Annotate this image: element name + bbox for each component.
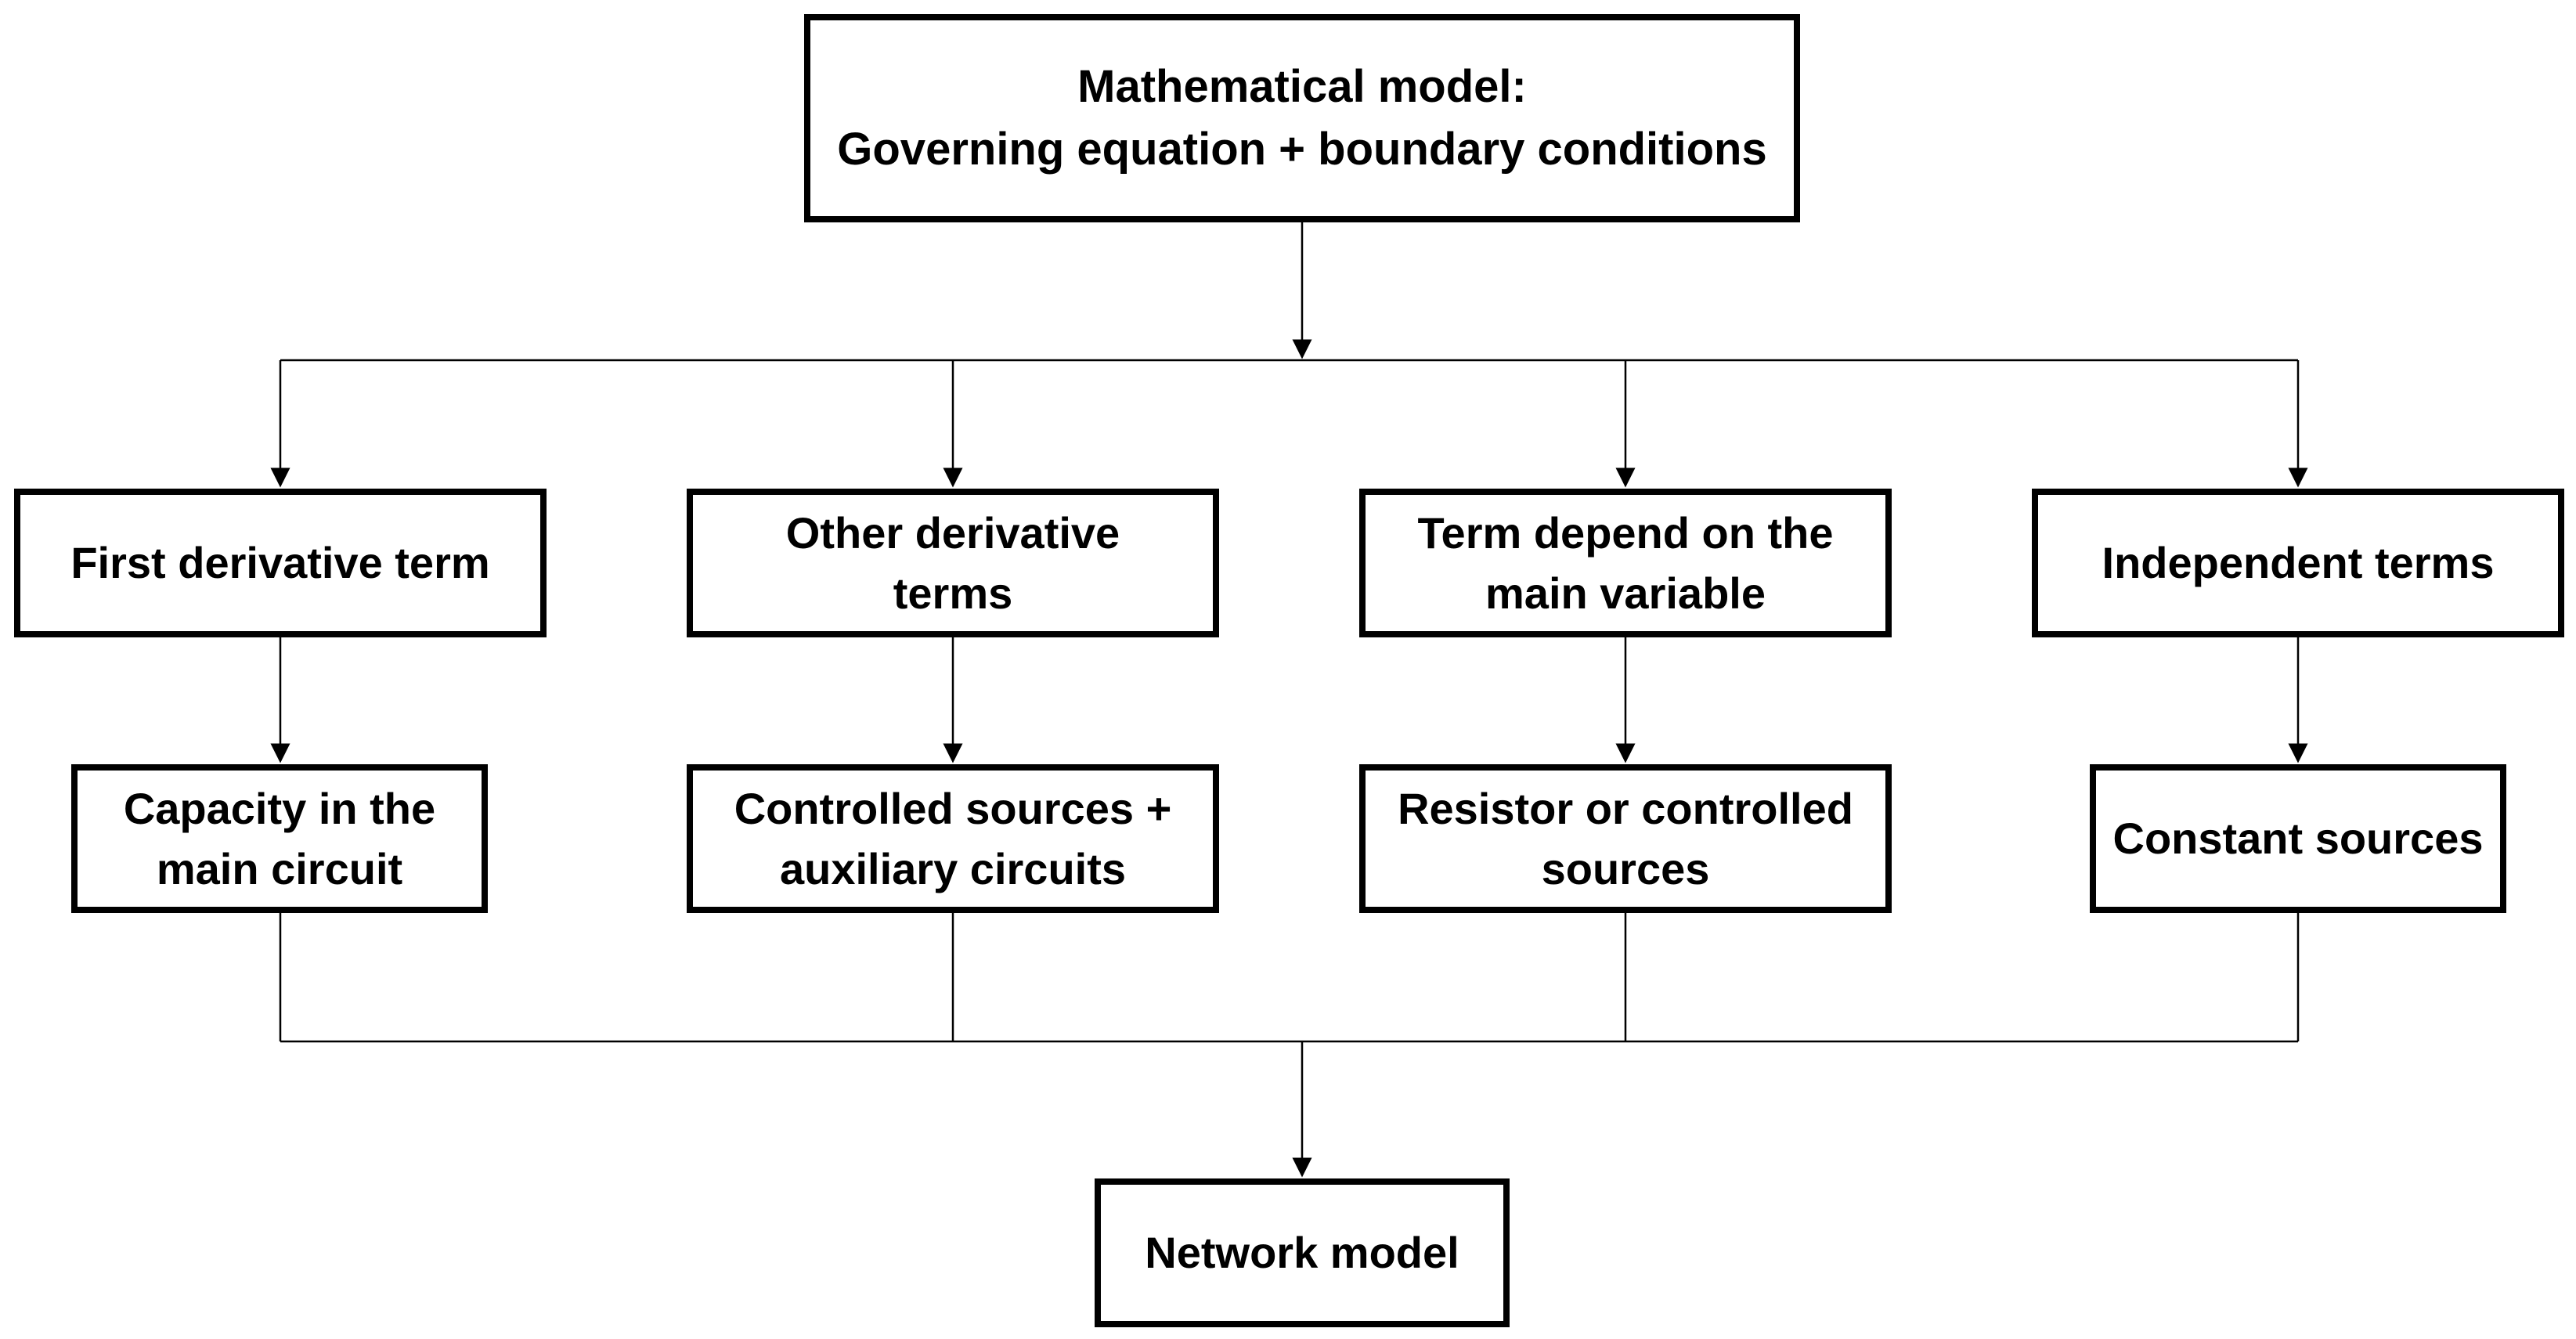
resistor-controlled-sources-line1: Resistor or controlled [1398,783,1853,833]
controlled-sources-auxiliary-box: Controlled sources + auxiliary circuits [687,764,1219,913]
capacity-main-circuit-line1: Capacity in the [123,783,436,833]
term-depend-main-variable-line2: main variable [1485,568,1766,618]
mathematical-model-line2: Governing equation + boundary conditions [837,124,1767,175]
controlled-sources-auxiliary-line2: auxiliary circuits [779,844,1126,893]
first-derivative-term-box: First derivative term [14,489,547,637]
independent-terms-box: Independent terms [2032,489,2564,637]
resistor-controlled-sources-line2: sources [1541,844,1710,893]
other-derivative-terms-line2: terms [893,568,1013,618]
other-derivative-terms-line1: Other derivative [785,507,1120,558]
network-model-label: Network model [1145,1227,1459,1277]
first-derivative-term-label: First derivative term [70,537,490,587]
term-depend-main-variable-line1: Term depend on the [1417,507,1834,558]
capacity-main-circuit-box: Capacity in the main circuit [71,764,488,913]
independent-terms-label: Independent terms [2102,537,2495,587]
network-model-box: Network model [1095,1178,1510,1327]
constant-sources-label: Constant sources [2112,813,2484,863]
mathematical-model-line1: Mathematical model: [1077,60,1527,112]
resistor-controlled-sources-box: Resistor or controlled sources [1359,764,1892,913]
controlled-sources-auxiliary-line1: Controlled sources + [734,783,1172,833]
term-depend-main-variable-box: Term depend on the main variable [1359,489,1892,637]
capacity-main-circuit-line2: main circuit [156,844,403,893]
constant-sources-box: Constant sources [2090,764,2506,913]
other-derivative-terms-box: Other derivative terms [687,489,1219,637]
mathematical-model-box: Mathematical model: Governing equation +… [804,14,1800,222]
